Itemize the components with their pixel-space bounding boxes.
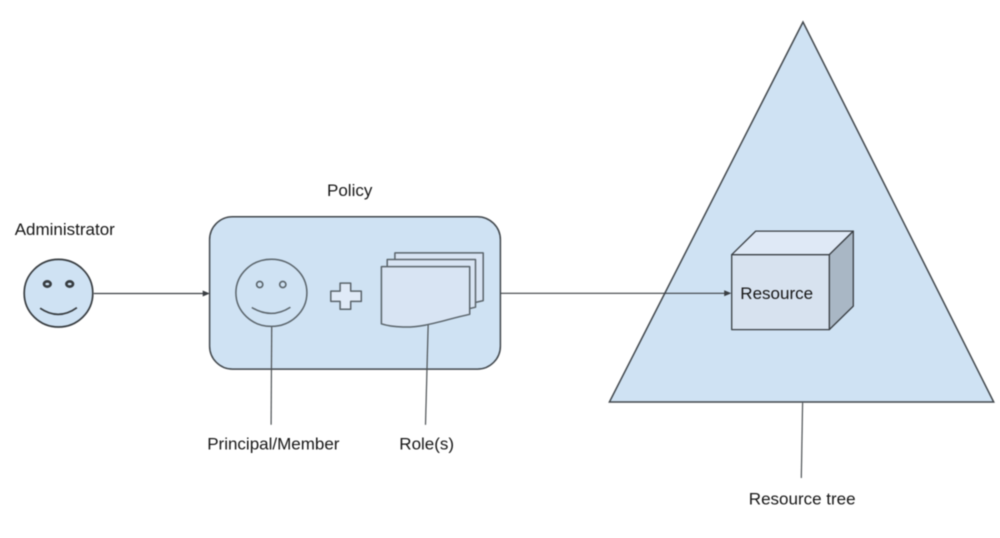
- svg-text:Administrator: Administrator: [15, 220, 115, 239]
- svg-text:Policy: Policy: [327, 181, 373, 200]
- svg-text:Role(s): Role(s): [399, 435, 454, 454]
- svg-text:Principal/Member: Principal/Member: [207, 435, 340, 454]
- svg-text:Resource: Resource: [740, 284, 813, 303]
- svg-text:Resource tree: Resource tree: [749, 489, 856, 508]
